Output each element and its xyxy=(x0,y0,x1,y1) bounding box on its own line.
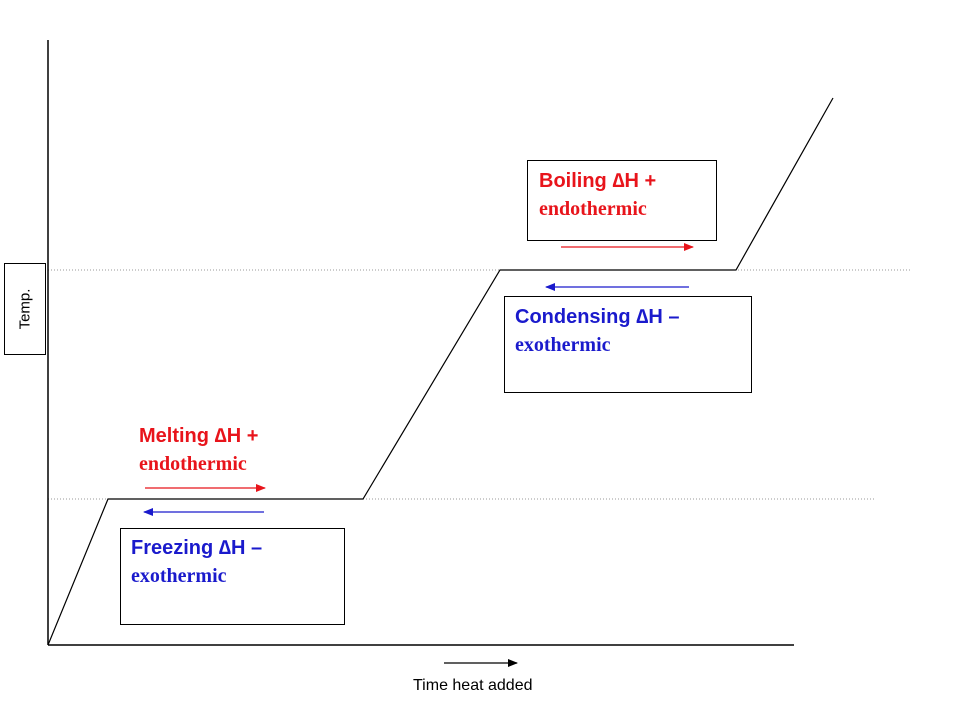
boiling-box: Boiling ∆H + endothermic xyxy=(527,160,717,241)
heating-curve xyxy=(47,97,834,646)
freezing-subtitle: exothermic xyxy=(131,565,227,587)
freezing-box: Freezing ∆H – exothermic xyxy=(120,528,345,625)
y-axis-label-box: Temp. xyxy=(4,263,46,355)
condensing-subtitle: exothermic xyxy=(515,334,611,356)
boiling-title: Boiling ∆H + xyxy=(539,170,657,192)
melting-title: Melting ∆H + xyxy=(139,425,259,447)
condensing-title: Condensing ∆H – xyxy=(515,306,680,328)
melting-subtitle: endothermic xyxy=(139,453,247,475)
condensing-box: Condensing ∆H – exothermic xyxy=(504,296,752,393)
boiling-subtitle: endothermic xyxy=(539,198,647,220)
melting-box: Melting ∆H + endothermic xyxy=(129,415,296,481)
freezing-title: Freezing ∆H – xyxy=(131,537,263,559)
y-axis-label: Temp. xyxy=(16,288,34,330)
x-axis-label: Time heat added xyxy=(413,677,533,694)
